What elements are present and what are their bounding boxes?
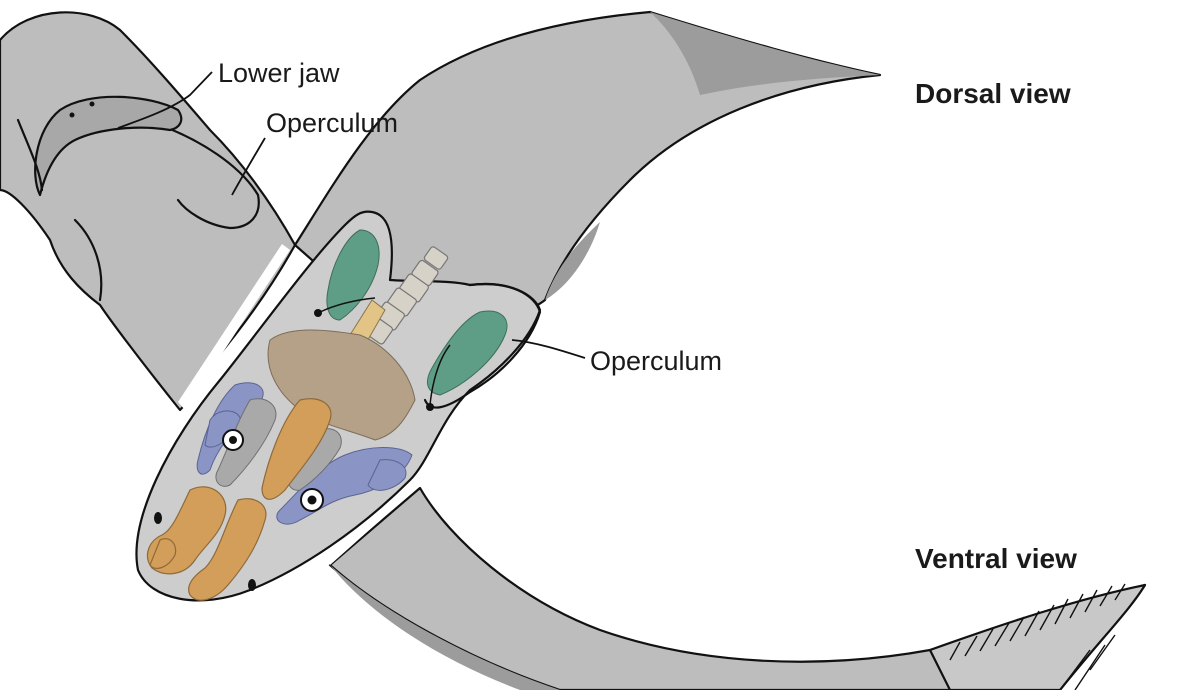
gap-upper [178,244,290,410]
eye-right [300,488,324,512]
gill-arch-right-inner [367,459,407,491]
sensory-pore-right [426,403,434,411]
dorsal-fold-line [73,218,103,302]
upper-body-shadow-2 [545,222,600,300]
jaw-left [147,486,227,575]
dorsal-mouth-line [16,118,44,192]
nostril-left [154,512,162,524]
right-operculum-plate [427,310,508,396]
ventral-operculum-outline [423,282,542,409]
sensory-pore-left [314,309,322,317]
hyoid-center [261,398,332,500]
tail-fin-rays [949,583,1126,690]
dorsal-jaw-dot [69,112,75,118]
nostril-right [248,579,256,591]
leader-operculum-top [231,137,266,196]
dorsal-jaw-dot [89,101,95,107]
label-ventral-view: Ventral view [915,543,1077,574]
hyoid-jaw [147,398,332,601]
sensory-line-left [319,297,376,313]
ventral-head [135,210,542,602]
jaw-right [188,498,267,601]
upper-body-shadow [650,12,880,95]
sensory-line-right [429,344,451,406]
label-dorsal-view: Dorsal view [915,78,1071,109]
body-band-upper [293,10,882,326]
dorsal-lower-jaw [34,95,183,197]
dorsal-operculum-flap [158,123,260,230]
leader-lower-jaw [117,71,213,129]
label-lower-jaw: Lower jaw [218,58,340,88]
label-operculum-right: Operculum [590,346,722,376]
jaw-tip-left [149,538,177,569]
vertebra [423,246,449,270]
tail-fin-shape [928,583,1147,690]
tail-fin [928,583,1147,690]
label-operculum-top: Operculum [266,108,398,138]
body-band-lower [328,486,1147,690]
dorsal-head [0,11,297,412]
leader-operculum-right [511,339,586,359]
left-operculum-plate [326,229,380,321]
gap-lower [322,478,420,565]
eye-left [222,429,244,451]
